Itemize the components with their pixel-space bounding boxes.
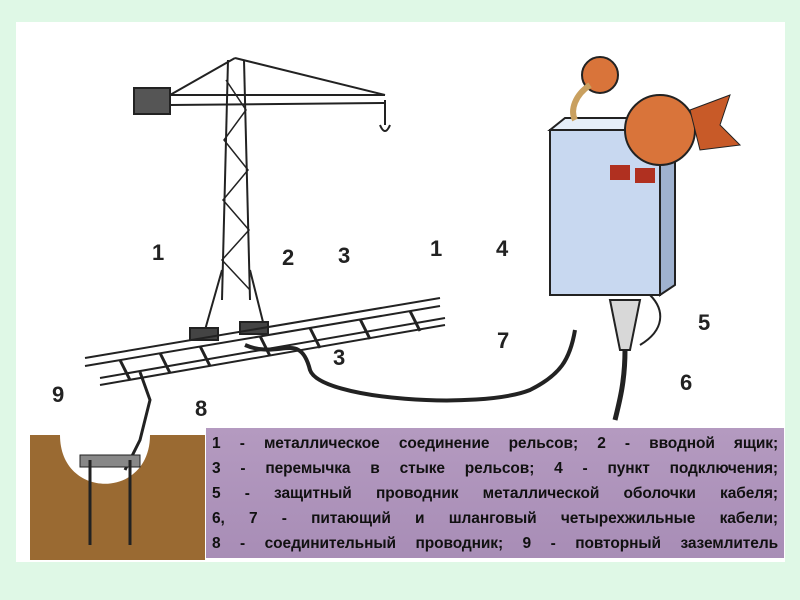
legend-line: 1 - металлическое соединение рельсов; 2 … (212, 435, 778, 452)
label-2: 2 (282, 245, 295, 270)
legend-line: 3 - перемычка в стыке рельсов; 4 - пункт… (212, 460, 778, 477)
label-7: 7 (497, 328, 510, 353)
label-6: 6 (680, 370, 693, 395)
legend-line: 8 - соединительный проводник; 9 - повтор… (212, 535, 778, 552)
label-1-right: 1 (430, 236, 443, 261)
label-8: 8 (195, 396, 208, 421)
ground-electrode-pit (30, 435, 205, 560)
tower-crane (133, 57, 391, 341)
bird-illustration (570, 56, 742, 183)
cable-7 (244, 329, 577, 403)
legend-box: 1 - металлическое соединение рельсов; 2 … (206, 428, 784, 558)
label-3-top: 3 (338, 243, 351, 268)
label-3-bottom: 3 (333, 345, 346, 370)
legend-line: 5 - защитный проводник металлической обо… (212, 485, 778, 502)
label-1-left: 1 (152, 240, 165, 265)
legend-line: 6, 7 - питающий и шланговый четырехжильн… (212, 510, 778, 527)
label-4: 4 (496, 236, 509, 261)
rails (84, 297, 446, 386)
label-9: 9 (52, 382, 65, 407)
label-5: 5 (698, 310, 711, 335)
